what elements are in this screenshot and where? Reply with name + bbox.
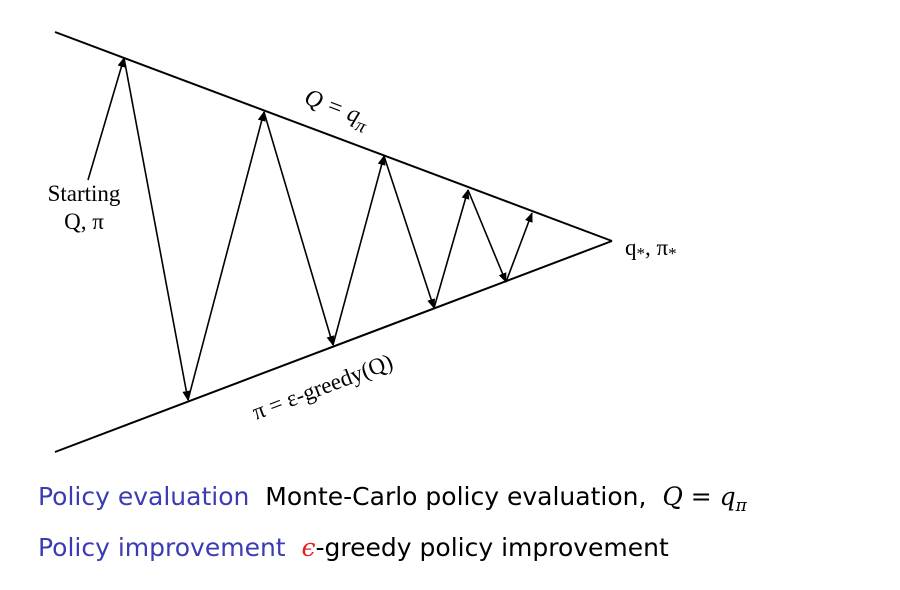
label-q-equals-qpi: Q = qπ xyxy=(299,84,373,138)
start-arrow xyxy=(87,57,126,181)
policy-evaluation-label: Policy evaluation xyxy=(38,482,250,511)
lower-line xyxy=(54,240,613,453)
upper-line xyxy=(54,31,613,242)
arrow-2 xyxy=(187,111,266,401)
arrow-3 xyxy=(263,111,335,346)
epsilon-symbol: ϵ xyxy=(301,533,316,562)
arrow-7 xyxy=(467,189,507,283)
label-q-star-pi-star: q*, π* xyxy=(625,235,677,263)
policy-improvement-label: Policy improvement xyxy=(38,533,286,562)
label-starting-q-pi: Q, π xyxy=(64,209,104,234)
label-starting: Starting xyxy=(48,181,121,206)
arrow-8 xyxy=(505,212,533,283)
arrow-6 xyxy=(433,189,470,309)
policy-improvement-text: -greedy policy improvement xyxy=(315,533,669,562)
iteration-arrows xyxy=(87,57,533,401)
policy-evaluation-text: Monte-Carlo policy evaluation, xyxy=(265,482,647,511)
policy-evaluation-row: Policy evaluation Monte-Carlo policy eva… xyxy=(38,482,747,516)
policy-evaluation-math: Q = qπ xyxy=(662,482,747,516)
arrow-1 xyxy=(123,57,191,401)
convergence-diagram: Q = qπ π = ε-greedy(Q) Starting Q, π q*,… xyxy=(48,31,677,453)
label-pi-greedy: π = ε-greedy(Q) xyxy=(249,349,396,425)
arrow-4 xyxy=(332,155,386,346)
arrow-5 xyxy=(383,155,435,309)
policy-improvement-row: Policy improvement ϵ-greedy policy impro… xyxy=(38,533,669,562)
